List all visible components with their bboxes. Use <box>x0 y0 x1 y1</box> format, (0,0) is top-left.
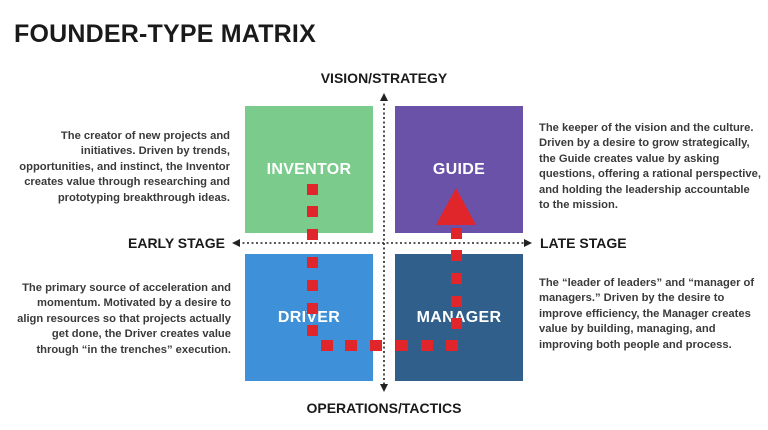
inventor-description: The creator of new projects and initiati… <box>19 130 230 204</box>
axis-label-operations-tactics: OPERATIONS/TACTICS <box>306 400 462 416</box>
axis-arrow-left <box>232 239 240 247</box>
quadrant-manager-label: MANAGER <box>416 308 502 326</box>
path-dash <box>345 340 357 351</box>
quadrant-driver-label: DRIVER <box>277 308 341 326</box>
quadrant-guide-label: GUIDE <box>432 160 486 178</box>
path-dash <box>307 229 318 240</box>
journey-path <box>307 184 476 351</box>
page-title: FOUNDER-TYPE MATRIX <box>14 20 316 48</box>
path-dash <box>451 228 462 239</box>
path-dash <box>446 340 458 351</box>
path-dash <box>396 340 408 351</box>
path-dash <box>321 340 333 351</box>
path-dash <box>307 184 318 195</box>
axis-arrow-bottom <box>380 384 388 392</box>
path-dash <box>307 325 318 336</box>
quadrant-driver: DRIVER <box>245 254 373 381</box>
axis-label-vision-strategy: VISION/STRATEGY <box>320 70 448 86</box>
path-arrowhead <box>436 188 476 225</box>
axes <box>232 93 532 392</box>
path-dash <box>451 296 462 307</box>
path-dash <box>451 318 462 329</box>
path-dash <box>307 257 318 268</box>
manager-description: The “leader of leaders” and “manager of … <box>539 277 755 351</box>
path-dash <box>451 273 462 284</box>
axis-arrow-top <box>380 93 388 101</box>
path-dash <box>307 206 318 217</box>
path-dash <box>307 280 318 291</box>
path-dash <box>421 340 433 351</box>
path-dash <box>307 303 318 314</box>
axis-arrow-right <box>524 239 532 247</box>
axis-label-early-stage: EARLY STAGE <box>128 235 225 251</box>
quadrant-inventor: INVENTOR <box>245 106 373 233</box>
guide-description: The keeper of the vision and the culture… <box>539 122 761 212</box>
axis-label-late-stage: LATE STAGE <box>540 235 627 251</box>
quadrant-inventor-label: INVENTOR <box>266 160 352 178</box>
path-dash <box>370 340 382 351</box>
path-dash <box>451 250 462 261</box>
driver-description: The primary source of acceleration and m… <box>17 282 231 356</box>
